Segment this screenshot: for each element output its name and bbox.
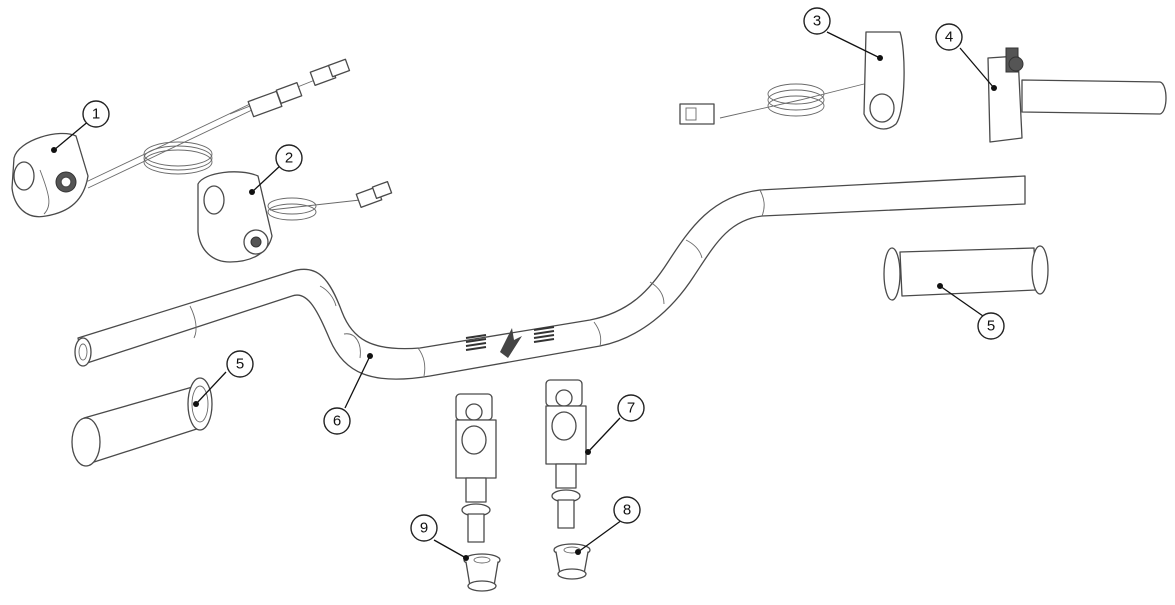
callout-1: 1 [82, 100, 110, 128]
throttle-grip-assembly [987, 47, 1167, 143]
left-grip [71, 377, 213, 467]
riser-right [545, 379, 587, 529]
bushing-8 [553, 543, 591, 580]
callout-7: 7 [617, 394, 645, 422]
riser-left [455, 393, 497, 543]
left-switch-housing [11, 58, 351, 218]
callout-label: 6 [333, 413, 341, 430]
callout-4: 4 [935, 23, 963, 51]
throttle-pod [679, 31, 905, 130]
callout-label: 9 [420, 520, 428, 537]
callout-label: 1 [92, 106, 100, 123]
callout-label: 7 [627, 400, 635, 417]
callout-2: 2 [275, 144, 303, 172]
callout-label: 4 [945, 29, 953, 46]
callout-8: 8 [613, 496, 641, 524]
handlebar [74, 175, 1026, 380]
callout-label: 5 [987, 318, 995, 335]
callout-label: 2 [285, 150, 293, 167]
callout-label: 5 [236, 356, 244, 373]
callout-5-right-grip: 5 [977, 312, 1005, 340]
callout-3: 3 [803, 7, 831, 35]
right-grip [883, 245, 1049, 301]
right-switch-housing [197, 171, 393, 263]
bushing-9 [463, 553, 501, 592]
callout-label: 3 [813, 13, 821, 30]
callout-9: 9 [410, 514, 438, 542]
callout-label: 8 [623, 502, 631, 519]
callout-6: 6 [323, 407, 351, 435]
callout-5-left-grip: 5 [226, 350, 254, 378]
handlebar-logo [465, 326, 555, 358]
